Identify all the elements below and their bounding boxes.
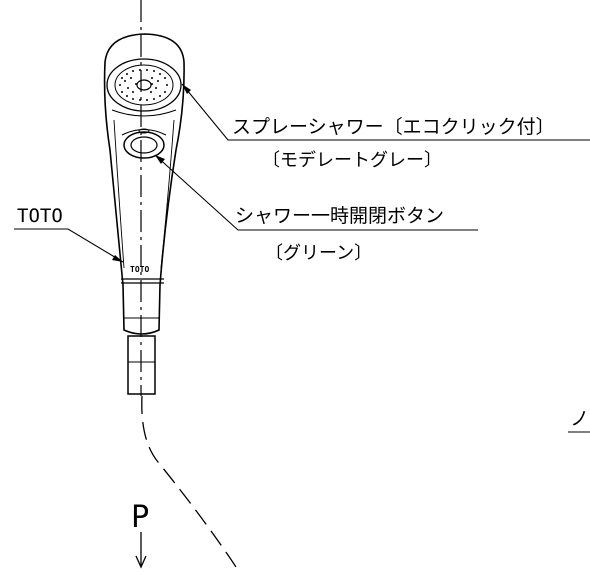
spray-face-inner — [114, 64, 174, 106]
handle-logo: TOTO — [130, 265, 149, 274]
arrowhead-toto — [112, 255, 123, 262]
label-button-color: 〔グリーン〕 — [265, 243, 372, 264]
button-outer[interactable] — [123, 131, 165, 159]
button-inner — [130, 136, 158, 154]
hose-connector — [127, 335, 156, 395]
leader-button — [154, 154, 478, 231]
label-button: シャワー一時開閉ボタン — [235, 205, 444, 227]
spray-center-cap — [136, 79, 152, 91]
button-top — [138, 128, 150, 134]
arrowhead-spray — [182, 84, 191, 94]
label-toto: TOTO — [17, 205, 63, 227]
arrowhead-button — [155, 155, 165, 164]
arrow-down-head — [135, 555, 147, 569]
label-spray-shower: スプレーシャワー〔エコクリック付〕 — [232, 116, 555, 138]
grip-contour-right — [160, 119, 175, 269]
pressure-label: P — [131, 500, 149, 535]
spray-face-outer — [106, 58, 182, 112]
grip-contour-left — [113, 119, 125, 269]
face-neck-line — [111, 109, 177, 117]
hose-line — [141, 395, 239, 571]
label-spray-color: 〔モデレートグレー〕 — [262, 150, 442, 171]
leader-toto — [14, 228, 124, 263]
leader-spray-shower — [181, 83, 590, 141]
spray-nozzle-dots — [119, 69, 168, 101]
edge-mark: ノ — [570, 408, 589, 430]
